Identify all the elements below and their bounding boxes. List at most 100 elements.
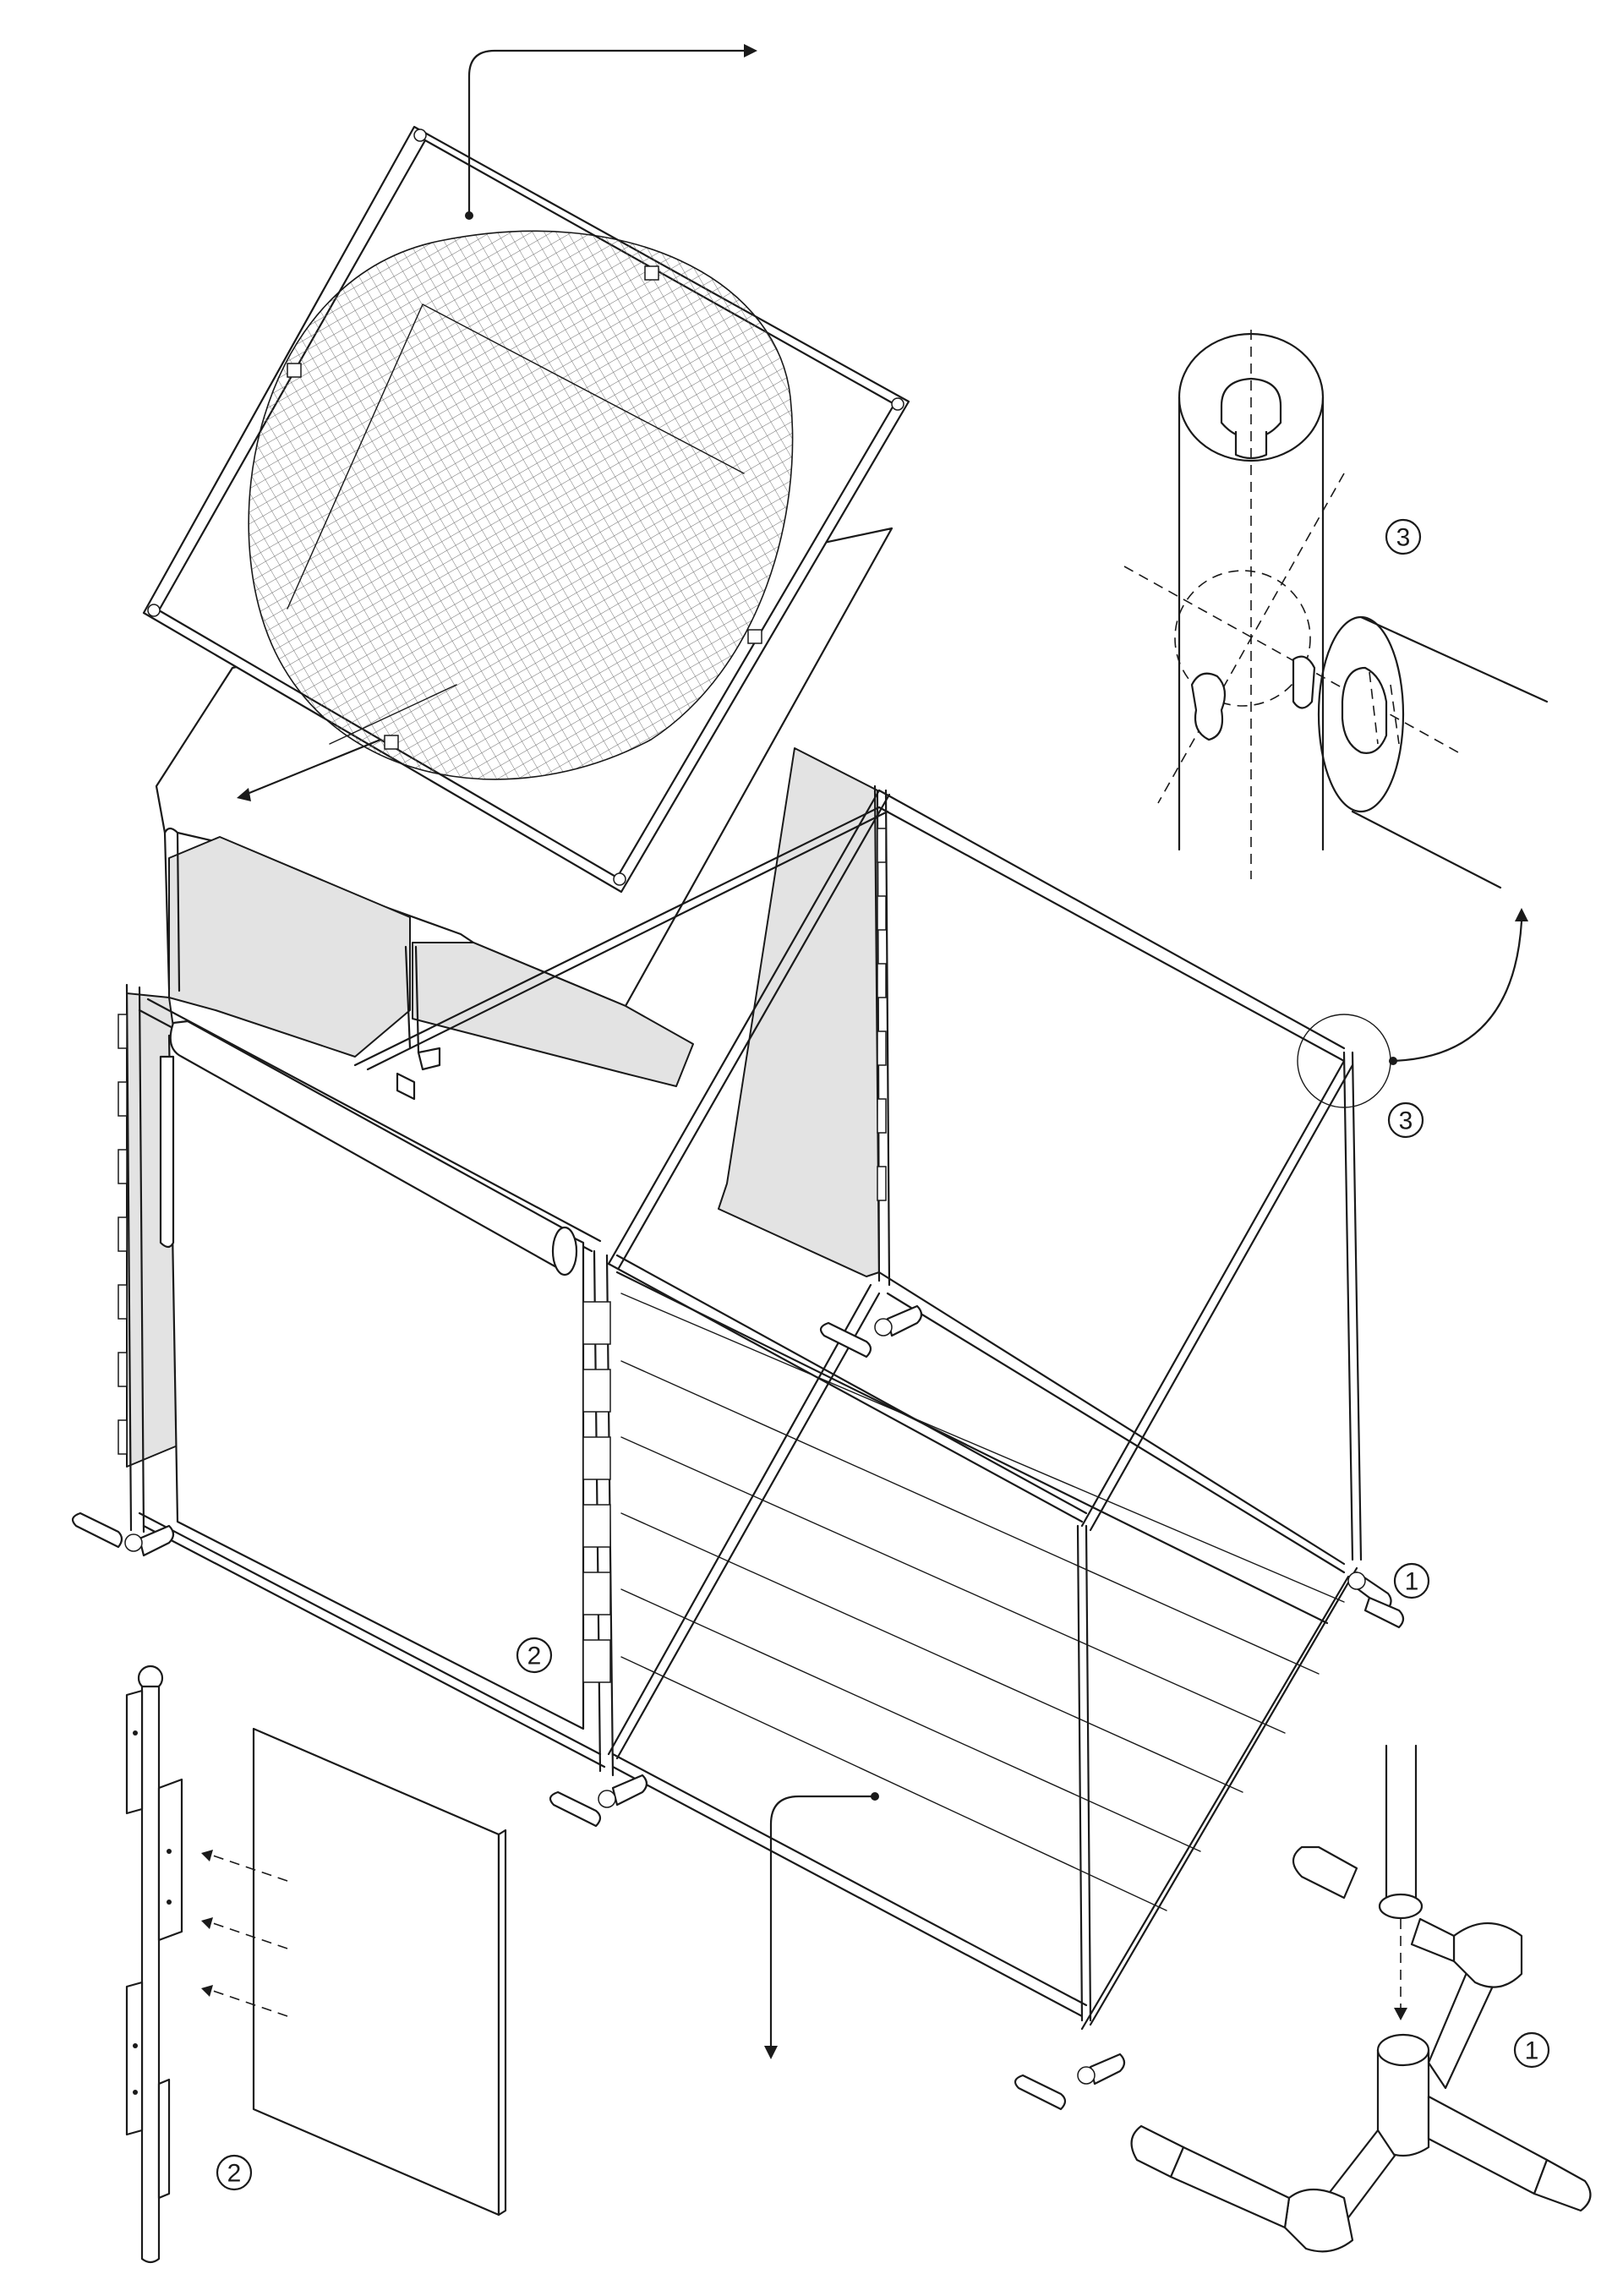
centerline [1123, 566, 1459, 753]
pipe-pin [1341, 666, 1388, 754]
top-rail [877, 789, 1346, 1050]
frame-clip [287, 363, 302, 378]
base-joint [1014, 2053, 1126, 2111]
arrow-icon [764, 2046, 778, 2059]
panel-2-label: 2 [527, 1643, 542, 1670]
hinge-screw [133, 1730, 138, 1736]
mid-rail [886, 1292, 1346, 1574]
diagonal-rail [607, 1283, 872, 1756]
hinge-strip [117, 828, 887, 1455]
frame-clip [384, 735, 399, 750]
arm-upper-left [1410, 1917, 1456, 1963]
arrow-icon [201, 1985, 213, 1997]
base-joint [71, 1512, 175, 1557]
insert-arrow-line [212, 1855, 288, 1882]
hinge-leaf [125, 1689, 144, 1815]
pipe-outline [1385, 1744, 1418, 1904]
hinge-screw [167, 1849, 172, 1854]
hinge-screw [167, 1900, 172, 1905]
base-joint [1347, 1571, 1405, 1629]
arrow-icon [237, 788, 251, 801]
leader-line [467, 49, 746, 217]
joint-1-label: 1 [1405, 1568, 1419, 1596]
joint-1-circle [1393, 1562, 1430, 1599]
base-joint [819, 1304, 923, 1358]
diagonal-rail [607, 789, 881, 1266]
panel-2-circle [516, 1637, 553, 1674]
detail-2-hinge-panel: 2 [125, 1665, 507, 2264]
pipe-end-ellipse [1317, 615, 1405, 813]
frame-corner-connector [413, 128, 427, 142]
hidden-line [1369, 671, 1400, 745]
detail-3-circle [1385, 518, 1422, 555]
pipe-outline [1351, 615, 1549, 889]
detail-3-label: 3 [1396, 524, 1411, 552]
top-rail [877, 806, 1346, 1063]
arrow-icon [201, 1850, 213, 1861]
back-mid-panel [412, 942, 694, 1087]
detail-1-base-joint: 1 [1130, 1744, 1592, 2253]
hidden-circle [1174, 570, 1311, 707]
hinge-pole [140, 1685, 161, 2264]
leader-line [1391, 920, 1523, 1063]
leader-line [243, 738, 382, 796]
roll-tube-end [551, 1226, 578, 1276]
diagonal-rail [1089, 1063, 1354, 1532]
post [163, 831, 171, 991]
top-rail [615, 1254, 1088, 1515]
arrow-icon [201, 1917, 213, 1929]
pipe-end [1378, 1893, 1424, 1920]
insert-arrow-line [212, 1922, 288, 1949]
pipe-hole [1292, 655, 1316, 709]
insert-arrow-line [212, 1990, 288, 2017]
diagonal-rail [615, 1292, 881, 1760]
arm-end-cap [1130, 2124, 1185, 2178]
back-left-panel [168, 836, 411, 1058]
joint-3-circle [1387, 1102, 1424, 1139]
arm-lower-left [1169, 2146, 1291, 2229]
detail-1-circle [1513, 2031, 1550, 2069]
top-rail [366, 810, 889, 1071]
arrow-icon [744, 44, 757, 57]
frame-corner-connector [613, 872, 626, 886]
mid-rail [877, 1271, 1346, 1566]
diagonal-rail [617, 793, 891, 1270]
bottom-rail [1080, 1575, 1350, 2031]
hinge-leaf [157, 2078, 171, 2200]
arrow-icon [1394, 2008, 1407, 2020]
detail-2-circle [216, 2154, 253, 2191]
base-joint [549, 1774, 648, 1828]
leader-dot [465, 211, 473, 220]
hinge-screw [133, 2090, 138, 2095]
panel-board [252, 1727, 500, 2217]
shelter-frame [71, 747, 1405, 2111]
top-rail [146, 998, 602, 1243]
arrow-icon [1515, 908, 1528, 921]
arm-end-cap [1292, 1845, 1358, 1900]
joint-3-label: 3 [1399, 1107, 1413, 1135]
post [176, 831, 181, 992]
post [1351, 1051, 1363, 1561]
top-mesh-frame [142, 44, 910, 1008]
post [884, 789, 891, 1287]
base-joint [396, 1047, 441, 1101]
centerline [1157, 473, 1345, 804]
mid-rail [615, 1271, 1329, 1625]
hinge-strip [582, 1301, 611, 1683]
diagonal-rail [1080, 1059, 1346, 1528]
elbow-fitting [1452, 1922, 1523, 1988]
bottom-rail [138, 1512, 602, 1756]
mesh-fabric [248, 230, 794, 780]
frame-clip [747, 629, 762, 644]
back-right-panel [718, 747, 880, 1277]
slat-set [620, 1293, 1345, 1911]
hinge-leaf [125, 1981, 144, 2136]
panel-board-edge [497, 1829, 507, 2217]
arm-right [1427, 2095, 1549, 2195]
frame-corner-connector [891, 397, 904, 411]
hinge-screw [133, 2043, 138, 2048]
top-rail [353, 806, 881, 1067]
arm-end-cap [1533, 2158, 1592, 2212]
post [1085, 1524, 1092, 2022]
